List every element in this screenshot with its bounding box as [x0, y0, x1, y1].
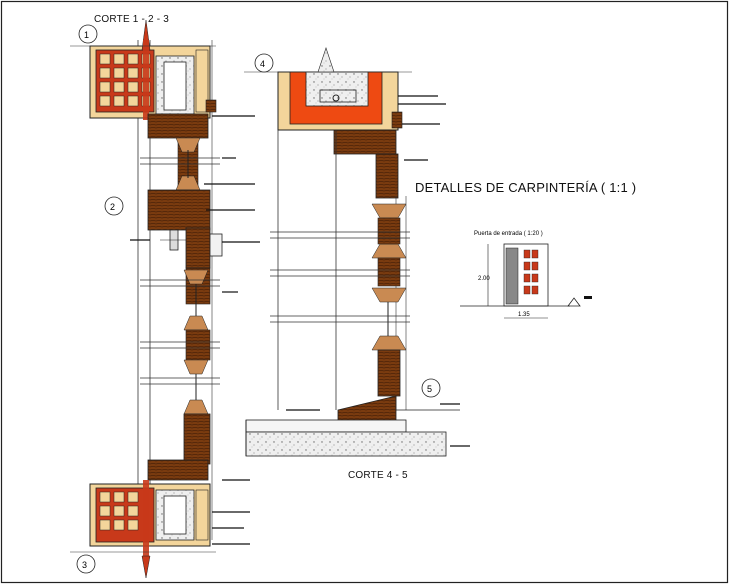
- door-elevation: [460, 243, 592, 319]
- elevation-height-label: 2.00: [478, 276, 490, 282]
- marker-4: 4: [244, 53, 412, 73]
- right-section: [245, 47, 470, 457]
- marker-2: 2: [104, 196, 124, 216]
- drawing-title: DETALLES DE CARPINTERÍA ( 1:1 ): [415, 180, 636, 195]
- marker-1: 1: [70, 24, 216, 47]
- elevation-caption: Puerta de entrada ( 1:20 ): [474, 231, 543, 237]
- marker-3: 3: [70, 551, 216, 574]
- top-wall-block: [89, 19, 211, 120]
- section-right-title: CORTE 4 - 5: [348, 470, 408, 481]
- left-section: [89, 19, 260, 579]
- svg-text:4: 4: [260, 59, 265, 69]
- elevation-width-label: 1.35: [518, 312, 530, 318]
- marker-5: 5: [421, 378, 441, 398]
- svg-text:2: 2: [110, 202, 115, 212]
- section-left-title: CORTE 1 - 2 - 3: [94, 14, 169, 25]
- svg-text:5: 5: [427, 384, 432, 394]
- bottom-wall-block: [89, 480, 211, 579]
- svg-text:1: 1: [84, 30, 89, 40]
- svg-text:3: 3: [82, 560, 87, 570]
